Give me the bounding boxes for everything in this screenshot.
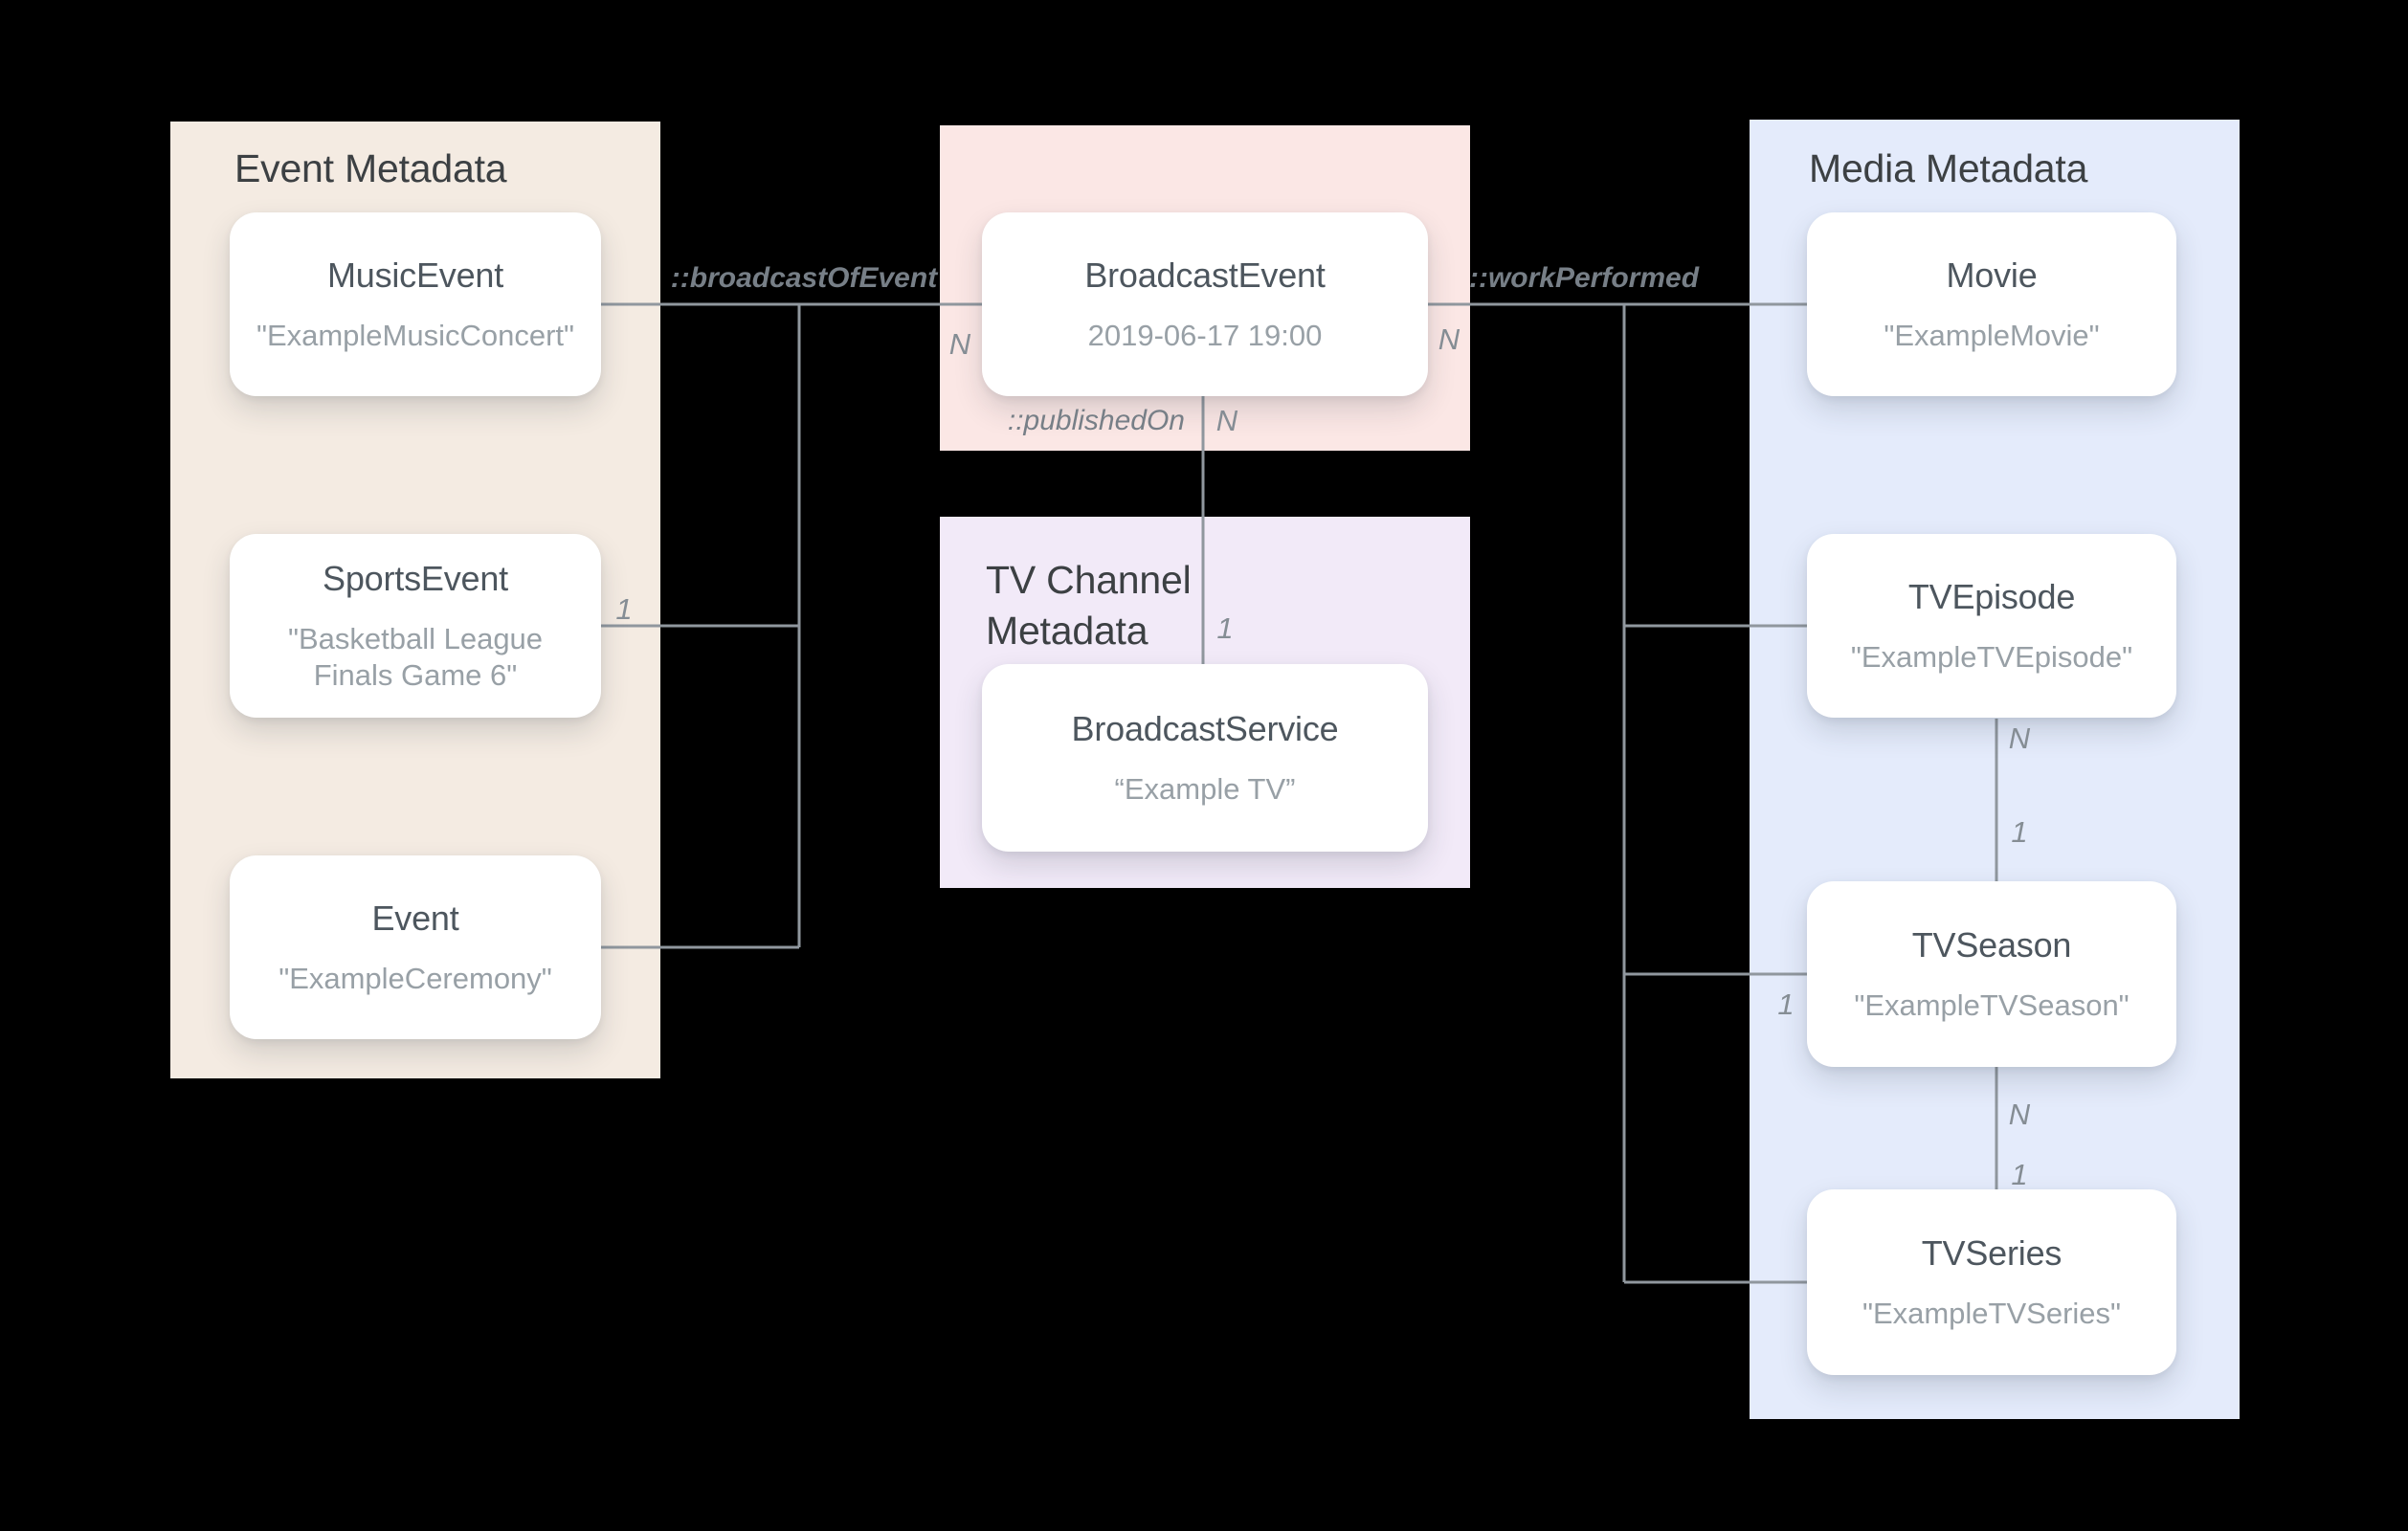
card-subtitle: "ExampleCeremony" [279,961,552,995]
broadcastservice-card: BroadcastService “Example TV” [982,664,1428,852]
card-title: TVSeason [1911,924,2072,965]
card-subtitle: 2019-06-17 19:00 [1087,318,1323,352]
tvseason-card: TVSeason "ExampleTVSeason" [1807,881,2176,1067]
cardinality-season-series-n: N [2008,1098,2031,1131]
tvepisode-card: TVEpisode "ExampleTVEpisode" [1807,534,2176,718]
broadcastevent-card: BroadcastEvent 2019-06-17 19:00 [982,212,1428,396]
work-performed-label: ::workPerformed [1468,262,1700,294]
card-subtitle: "ExampleMovie" [1884,318,2100,352]
broadcast-of-event-label: ::broadcastOfEvent [670,262,938,294]
musicevent-card: MusicEvent "ExampleMusicConcert" [230,212,601,396]
cardinality-episode-season-n: N [2008,721,2031,755]
card-subtitle: "ExampleTVEpisode" [1850,639,2133,674]
card-title: TVEpisode [1907,576,2076,616]
card-title: BroadcastService [1071,708,1339,748]
card-subtitle: “Example TV” [1114,771,1296,806]
media-panel-title: Media Metadata [1809,146,2088,190]
cardinality-publishedon-n: N [1215,404,1238,437]
card-title: Movie [1946,255,2038,295]
card-title: Event [371,898,459,938]
card-title: SportsEvent [323,558,508,598]
published-on-label: ::publishedOn [1007,405,1185,436]
cardinality-broadcastofevent-1: 1 [615,592,633,626]
cardinality-season-series-1: 1 [2011,1158,2028,1191]
event-panel-title: Event Metadata [234,146,507,190]
cardinality-broadcastofevent-n: N [948,327,971,361]
card-subtitle: "ExampleTVSeason" [1854,987,2129,1022]
card-subtitle: "ExampleTVSeries" [1862,1296,2122,1330]
tvseries-card: TVSeries "ExampleTVSeries" [1807,1189,2176,1375]
card-title: BroadcastEvent [1084,255,1326,295]
tv-channel-panel-title: TV Channel Metadata [986,558,1192,654]
card-title: TVSeries [1921,1232,2062,1273]
cardinality-publishedon-1: 1 [1216,611,1234,645]
movie-card: Movie "ExampleMovie" [1807,212,2176,396]
cardinality-workperformed-n: N [1438,322,1460,356]
event-card: Event "ExampleCeremony" [230,855,601,1039]
sportsevent-card: SportsEvent "Basketball League Finals Ga… [230,534,601,718]
card-subtitle: "Basketball League Finals Game 6" [287,621,544,692]
card-subtitle: "ExampleMusicConcert" [256,318,575,352]
cardinality-workperformed-1: 1 [1777,987,1795,1021]
cardinality-episode-season-1: 1 [2011,815,2028,849]
card-title: MusicEvent [326,255,504,295]
